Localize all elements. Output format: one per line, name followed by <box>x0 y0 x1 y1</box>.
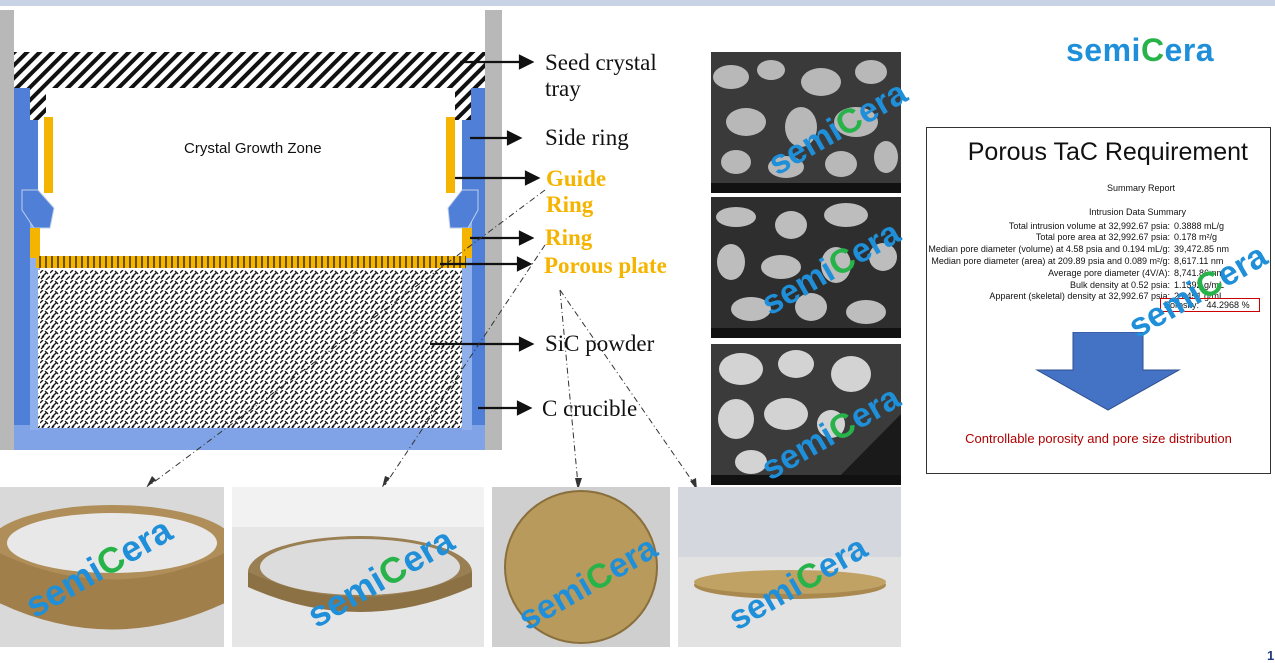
report-row-value-2: 0.178 m²/g <box>1174 232 1218 242</box>
sem-texture-2 <box>711 197 901 338</box>
report-row-label-2: Total pore area at 32,992.67 psia: <box>1035 232 1170 242</box>
photo-porous-plate-side <box>678 487 901 647</box>
crucible-inner-right <box>462 205 472 430</box>
tray-left-lip <box>30 86 46 120</box>
right-outer-wall <box>485 10 502 450</box>
label-arrows <box>430 54 541 416</box>
controllable-porosity-text: Controllable porosity and pore size dist… <box>965 431 1232 446</box>
photo-ring <box>232 487 484 647</box>
photo-guide-ring <box>0 487 224 647</box>
report-title: Porous TaC Requirement <box>967 138 1248 166</box>
report-row-value-3: 39,472.85 nm <box>1174 244 1230 254</box>
seed-crystal-tray <box>14 52 485 88</box>
report-row-value-5: 8,741.86 nm <box>1174 268 1225 278</box>
report-row-value-6: 1.1392 g/mL <box>1174 280 1225 290</box>
intrusion-data-heading: Intrusion Data Summary <box>1089 207 1187 217</box>
summary-report-heading: Summary Report <box>1107 183 1176 193</box>
ring-label: Ring <box>545 225 593 250</box>
side-ring-left <box>44 117 53 193</box>
report-row-label-3: Median pore diameter (volume) at 4.58 ps… <box>928 244 1170 254</box>
photo-porous-plate-top <box>492 487 670 647</box>
report-row-label-7: Apparent (skeletal) density at 32,992.67… <box>989 291 1170 301</box>
sem-image-2 <box>711 197 901 338</box>
sic-powder <box>38 270 462 428</box>
side-ring-right <box>446 117 455 193</box>
guide-ring-left <box>21 189 55 229</box>
sem-info-bar-1 <box>711 183 901 193</box>
guide-ring-right <box>447 189 479 229</box>
c-crucible-label: C crucible <box>542 396 638 421</box>
porous-plate-label: Porous plate <box>544 253 667 278</box>
ring-shape <box>232 487 484 612</box>
down-arrow-icon <box>1035 332 1181 411</box>
porous-disc-top <box>504 490 658 644</box>
tray-right-lip <box>455 86 471 120</box>
top-accent-bar <box>0 0 1275 6</box>
sem-image-1 <box>711 52 901 193</box>
report-row-label-5: Average pore diameter (4V/A): <box>1048 268 1170 278</box>
ring-left <box>30 228 40 258</box>
report-row-value-1: 0.3888 mL/g <box>1174 221 1225 231</box>
report-row-label-6: Bulk density at 0.52 psia: <box>1069 280 1170 290</box>
sic-powder-label: SiC powder <box>545 331 655 356</box>
left-outer-wall <box>0 10 14 450</box>
report-row-label-4: Median pore diameter (area) at 209.89 ps… <box>931 256 1170 266</box>
page-number: 1 <box>1267 648 1275 663</box>
porosity-box: Porosity: 44.2968 % <box>1160 298 1260 312</box>
side-ring-label: Side ring <box>545 125 629 150</box>
guide-ring-shape <box>0 505 224 630</box>
sem-texture-1 <box>711 52 901 193</box>
crucible-inner-left <box>30 205 40 430</box>
ring-right <box>462 228 472 258</box>
crucible-bottom <box>14 425 485 450</box>
report-row-label-1: Total intrusion volume at 32,992.67 psia… <box>1008 221 1170 231</box>
crystal-growth-zone-label: Crystal Growth Zone <box>184 140 322 157</box>
report-row-value-7: 2.0451 g/mL <box>1174 291 1225 301</box>
sem-info-bar-3 <box>711 475 901 485</box>
sem-image-3 <box>711 344 901 485</box>
porous-disc-side <box>678 487 901 647</box>
semicera-logo: semiCera <box>1066 32 1215 68</box>
report-row-value-4: 8,617.11 nm <box>1174 256 1224 266</box>
crucible-diagram <box>0 10 697 490</box>
sem-texture-3 <box>711 344 901 485</box>
porous-plate <box>36 256 466 268</box>
porous-tac-report-panel: Porous TaC Requirement Summary Report In… <box>926 127 1274 474</box>
sem-info-bar-2 <box>711 328 901 338</box>
pointer-lines <box>149 189 696 486</box>
